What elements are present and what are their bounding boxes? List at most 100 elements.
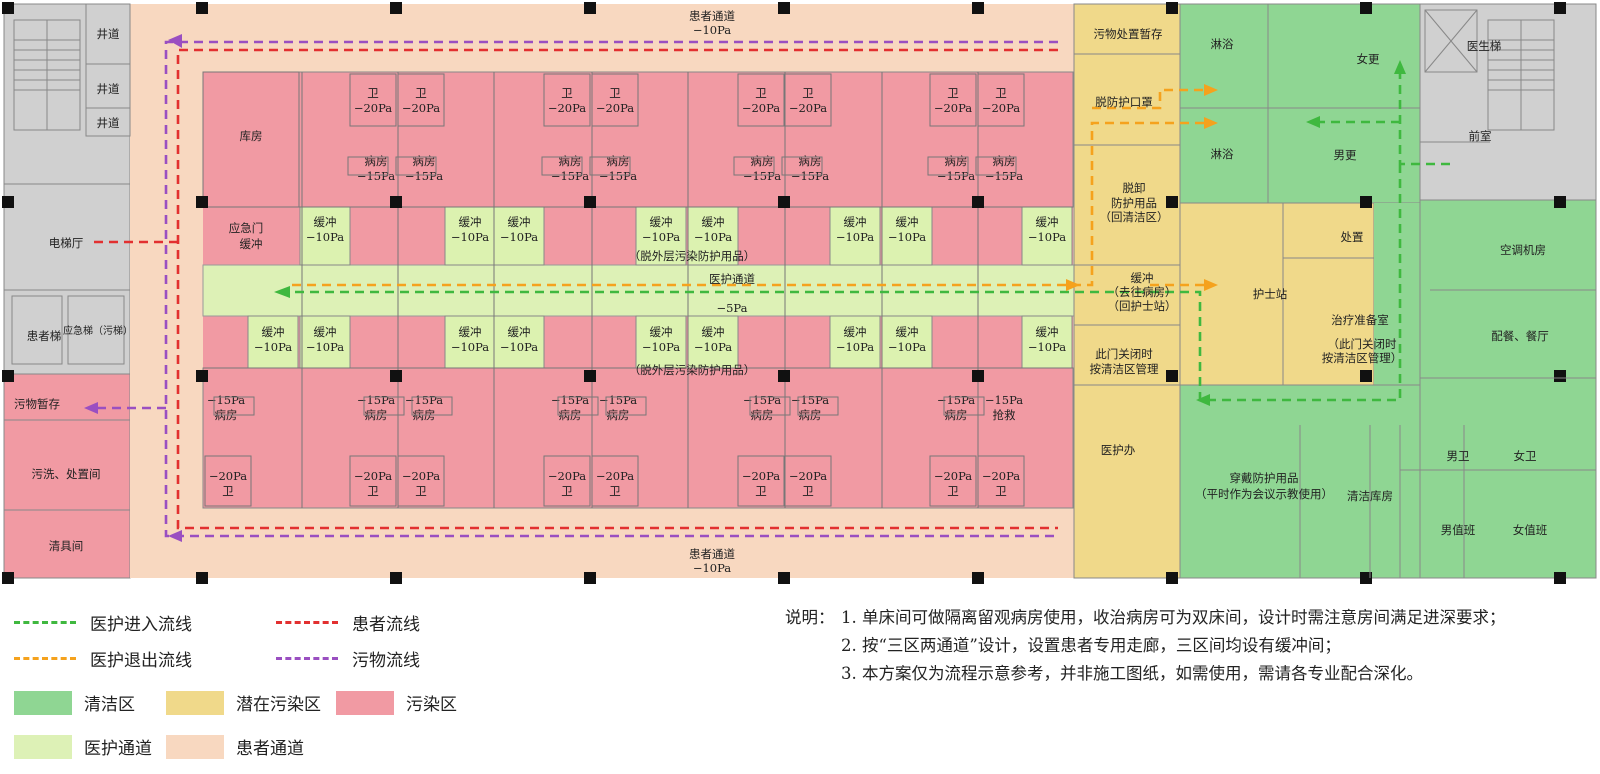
buffer-pressure: −10Pa — [888, 340, 926, 354]
ward-pressure: −15Pa — [551, 169, 589, 183]
ward-pressure: −15Pa — [357, 169, 395, 183]
male-change-label: 男更 — [1334, 148, 1357, 162]
patient-elevator-label: 患者梯 — [27, 329, 62, 343]
buffer-name: 缓冲 — [314, 325, 337, 339]
toilet-pressure: −20Pa — [402, 101, 440, 115]
legend-patient-flow-label: 患者流线 — [352, 615, 420, 635]
treatment-prep-label: 治疗准备室 — [1331, 313, 1389, 327]
ward-name: 病房 — [993, 154, 1016, 168]
staff-out-line — [292, 88, 1210, 287]
buffer-pressure: −10Pa — [642, 230, 680, 244]
potential-zone-b — [1179, 202, 1375, 386]
toilet-pressure: −20Pa — [548, 101, 586, 115]
toilet-name: 卫 — [609, 86, 621, 100]
toilet-name: 卫 — [947, 484, 959, 498]
legend-patient-corridor-label: 患者通道 — [236, 739, 304, 759]
bed — [781, 156, 823, 176]
patient-corridor-top-pressure: −10Pa — [693, 23, 731, 37]
toilet-room — [784, 73, 832, 127]
structural-column — [1554, 2, 1566, 14]
shaft-label-2: 井道 — [97, 82, 120, 96]
ward-name: 病房 — [559, 154, 582, 168]
patient-corridor-top-label: 患者通道 — [689, 9, 735, 23]
buffer-pressure: −10Pa — [1028, 340, 1066, 354]
buffer-room — [635, 206, 687, 266]
structural-column — [390, 572, 402, 584]
buffer-pressure: −10Pa — [836, 340, 874, 354]
toilet-room — [591, 455, 639, 507]
note-2: 2. 按“三区两通道”设计，设置患者专用走廊，三区间均设有缓冲间； — [841, 636, 1341, 655]
toilet-pressure: −20Pa — [209, 469, 247, 483]
legend-waste-flow-label: 污物流线 — [352, 651, 420, 671]
legend-potential-zone: 潜在污染区 — [152, 690, 321, 715]
structural-column — [196, 196, 208, 208]
ac-room-label: 空调机房 — [1500, 243, 1546, 257]
ward-pressure: −15Pa — [791, 393, 829, 407]
legend-staff-in: 医护进入流线 — [0, 610, 192, 635]
male-wc-label: 男卫 — [1447, 449, 1470, 463]
structural-column — [2, 370, 14, 382]
toilet-room — [929, 73, 977, 127]
toilet-room — [543, 73, 591, 127]
legend-contaminated-swatch — [336, 690, 394, 715]
shaft-label-3: 井道 — [97, 116, 120, 130]
structural-column — [2, 196, 14, 208]
legend-waste-flow: 污物流线 — [262, 646, 420, 671]
emergency-elevator-label: 应急梯（污梯） — [63, 324, 133, 337]
ward-pressure: −15Pa — [985, 169, 1023, 183]
ward-name: 病房 — [413, 154, 436, 168]
legend-staff-out-line — [14, 657, 76, 660]
buffer-name: 缓冲 — [896, 215, 919, 229]
buffer-pressure: −10Pa — [694, 230, 732, 244]
toilet-room — [737, 73, 785, 127]
waste-flow-line — [90, 40, 1058, 538]
ward-pressure: −15Pa — [207, 393, 245, 407]
shower-label-2: 淋浴 — [1211, 147, 1234, 161]
bed — [395, 156, 437, 176]
toilet-rooms: 卫−20Pa卫−20Pa卫−20Pa卫−20Pa卫−20Pa卫−20Pa卫−20… — [204, 73, 1025, 507]
buffer-name: 缓冲 — [844, 215, 867, 229]
structural-column — [1554, 370, 1566, 382]
female-wc-label: 女卫 — [1514, 449, 1537, 463]
buffer-name: 缓冲 — [844, 325, 867, 339]
remove-ppe-label-1: 脱卸 — [1123, 181, 1146, 195]
door-note-label-1: 此门关闭时 — [1095, 347, 1153, 361]
elevator-hall-label: 电梯厅 — [49, 236, 84, 250]
bed — [975, 156, 1017, 176]
buffer-room — [687, 315, 739, 369]
structural-column — [390, 370, 402, 382]
buffer-name: 缓冲 — [262, 325, 285, 339]
structural-column — [1166, 2, 1178, 14]
buffer-rooms-top: 缓冲−10Pa缓冲−10Pa缓冲−10Pa缓冲−10Pa缓冲−10Pa缓冲−10… — [299, 206, 1073, 266]
legend: 医护进入流线 患者流线 医护退出流线 污物流线 清洁区 潜在污染区 污染区 医护… — [0, 590, 760, 774]
buffer-name: 缓冲 — [314, 215, 337, 229]
toilet-pressure: −20Pa — [742, 469, 780, 483]
ward-pressure: −15Pa — [405, 393, 443, 407]
bed — [411, 396, 453, 416]
toilet-pressure: −20Pa — [789, 469, 827, 483]
remove-ppe-label-2: 防护用品 — [1111, 196, 1157, 210]
structural-column — [972, 370, 984, 382]
ward-pressure: −15Pa — [743, 169, 781, 183]
shaft-label-1: 井道 — [97, 27, 120, 41]
toilet-name: 卫 — [367, 484, 379, 498]
emergency-door-label-1: 应急门 — [229, 221, 264, 235]
buffer-name: 缓冲 — [650, 325, 673, 339]
clean-zone-a — [1179, 3, 1421, 204]
buffer-room — [444, 206, 496, 266]
structural-column — [196, 370, 208, 382]
disposal-label: 处置 — [1341, 230, 1364, 244]
buffer-name: 缓冲 — [896, 325, 919, 339]
wash-disposal-label: 污洗、处置间 — [32, 467, 101, 481]
buffer-name: 缓冲 — [1036, 325, 1059, 339]
ward-pressure: −15Pa — [357, 393, 395, 407]
structural-column — [584, 370, 596, 382]
buffer-pressure: −10Pa — [836, 230, 874, 244]
staff-corridor-zone — [202, 264, 1126, 317]
structural-column — [1166, 196, 1178, 208]
stairs — [11, 9, 1555, 365]
buffer-name: 缓冲 — [508, 215, 531, 229]
cleaning-tools-label: 清具间 — [49, 539, 84, 553]
don-ppe-label-1: 穿戴防护用品 — [1230, 471, 1299, 485]
bed — [541, 156, 583, 176]
